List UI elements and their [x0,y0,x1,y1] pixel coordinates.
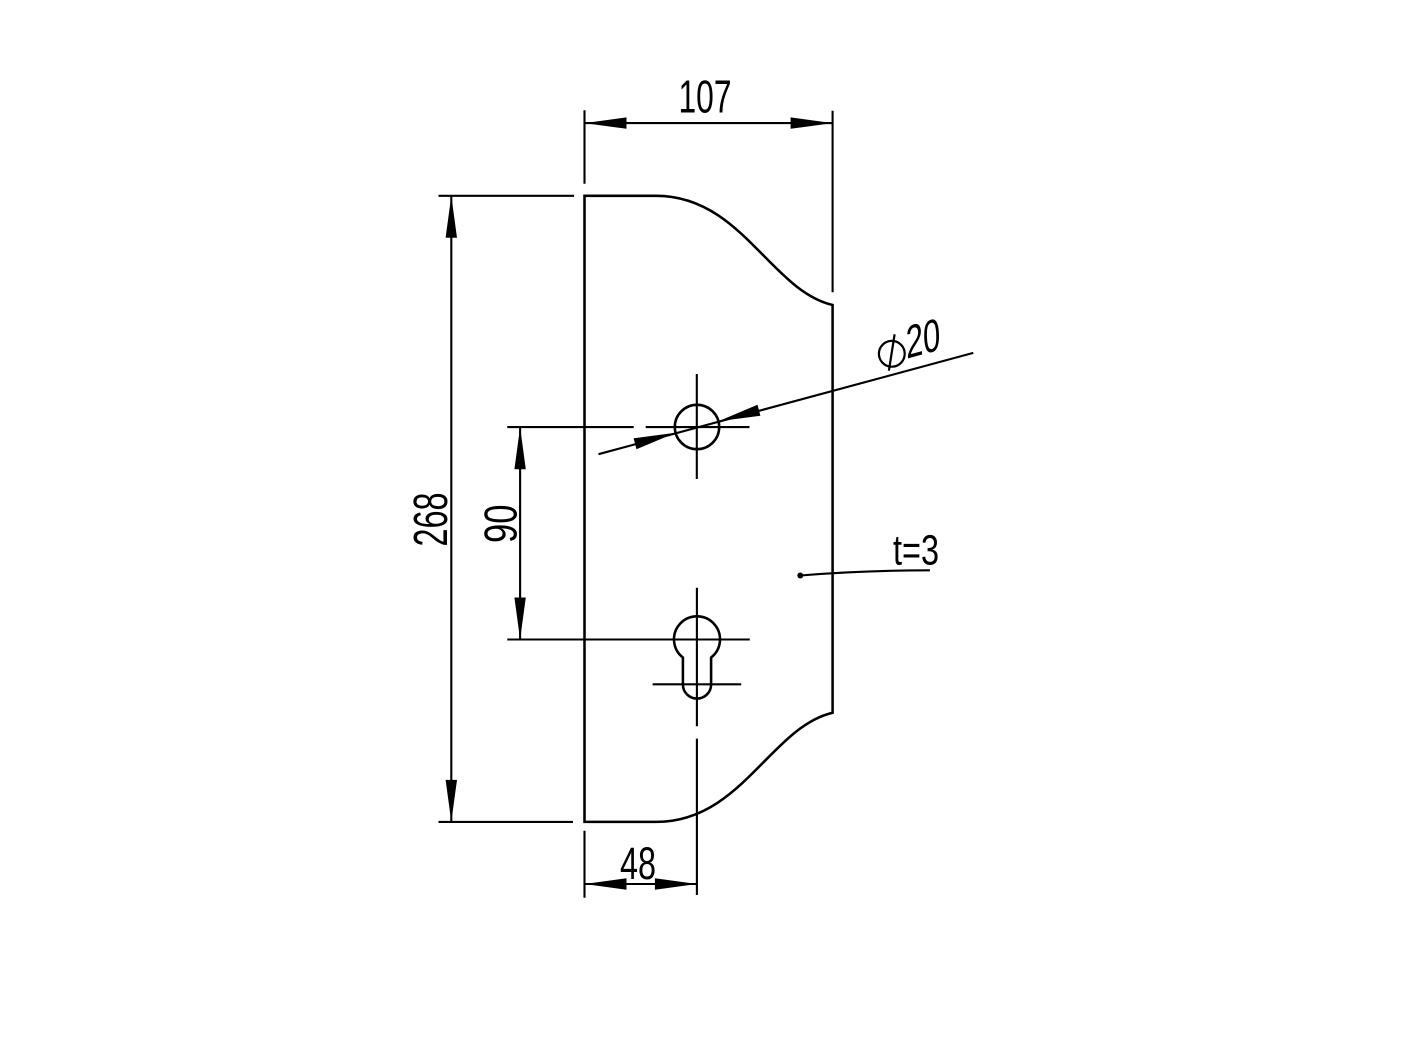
svg-text:48: 48 [620,838,656,889]
svg-text:268: 268 [404,493,458,547]
svg-text:90: 90 [475,505,527,544]
svg-text:20: 20 [905,308,941,369]
svg-text:107: 107 [679,71,732,123]
svg-text:t=3: t=3 [893,527,939,575]
